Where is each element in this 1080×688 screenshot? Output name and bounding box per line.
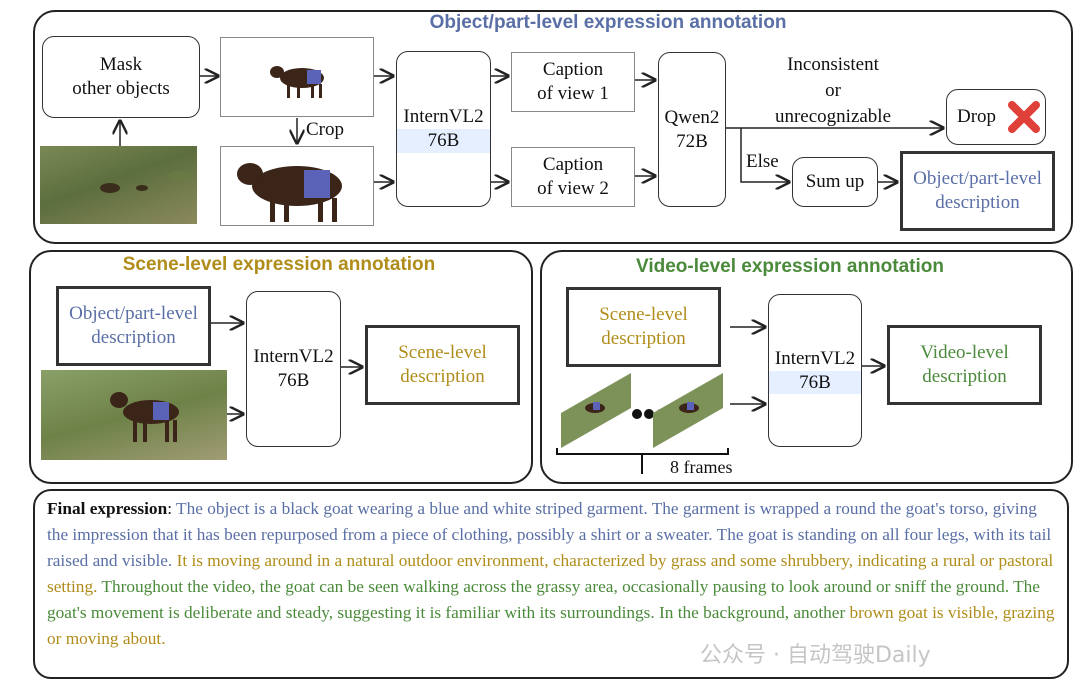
final-colon: : <box>167 499 172 518</box>
inconsistent-line2: or <box>825 80 841 101</box>
scene-output-line2: description <box>400 366 485 387</box>
final-expression-label: Final expression <box>47 499 168 518</box>
sum-up-box: Sum up <box>792 157 878 207</box>
drop-box: Drop <box>946 89 1046 145</box>
object-output-line1: Object/part-level <box>913 168 1042 190</box>
object-description-output: Object/part-level description <box>900 151 1055 231</box>
ellipsis-dot <box>632 409 642 419</box>
scene-output-line1: Scene-level <box>398 342 487 364</box>
caption-view-2-line2: of view 2 <box>537 178 609 199</box>
video-model-name: InternVL2 <box>774 347 856 369</box>
video-input-line1: Scene-level <box>599 304 688 326</box>
frames-label: 8 frames <box>670 457 733 477</box>
final-video-text: Throughout the video, the goat can be se… <box>47 577 1040 622</box>
video-level-panel-title: Video-level expression annotation <box>636 256 944 277</box>
ellipsis-dot <box>644 409 654 419</box>
caption-view-1-line2: of view 1 <box>537 83 609 104</box>
masked-view-2 <box>220 146 374 226</box>
video-input-line2: description <box>601 328 686 349</box>
mask-box-line1: Mask <box>99 54 143 76</box>
mask-box: Mask other objects <box>42 36 200 118</box>
internvl2-box-scene: InternVL2 76B <box>246 291 341 447</box>
frames-strip <box>556 373 729 474</box>
goat-view-1 <box>270 66 324 98</box>
qwen2-size: 72B <box>676 130 708 152</box>
inconsistent-line3: unrecognizable <box>774 106 892 127</box>
model-size: 76B <box>397 129 490 153</box>
final-scene-text: It is moving around in a natural outdoor… <box>47 551 1054 596</box>
qwen2-box: Qwen2 72B <box>658 52 726 207</box>
crop-label: Crop <box>306 119 344 140</box>
final-scene-text-2: brown goat is visible, grazing or moving… <box>47 603 1055 648</box>
scene-description-output: Scene-level description <box>365 325 520 405</box>
video-description-output: Video-level description <box>887 325 1042 405</box>
video-output-line1: Video-level <box>920 342 1009 364</box>
inconsistent-line1: Inconsistent <box>787 54 879 75</box>
video-output-line2: description <box>922 366 1007 387</box>
drop-label: Drop <box>957 106 997 128</box>
video-model-size: 76B <box>769 370 861 395</box>
goat-view-2 <box>237 163 342 222</box>
watermark: 公众号 · 自动驾驶Daily <box>700 643 931 668</box>
drop-x-icon <box>1008 101 1041 133</box>
scene-model-size: 76B <box>277 370 310 391</box>
mask-box-line2: other objects <box>72 78 170 99</box>
caption-view-1-box: Caption of view 1 <box>511 52 635 112</box>
scene-input-object-description: Object/part-level description <box>56 286 211 366</box>
caption-view-1-line1: Caption <box>542 59 604 81</box>
scene-input-line1: Object/part-level <box>69 303 198 325</box>
object-output-line2: description <box>935 192 1020 213</box>
scene-input-line2: description <box>91 327 176 348</box>
scene-level-panel-title: Scene-level expression annotation <box>122 254 436 275</box>
original-goat-image <box>40 146 197 224</box>
model-name: InternVL2 <box>403 106 484 128</box>
scene-model-name: InternVL2 <box>253 346 334 368</box>
caption-view-2-box: Caption of view 2 <box>511 147 635 207</box>
internvl2-box-video: InternVL2 76B <box>768 294 862 447</box>
scene-goat-image <box>41 370 227 460</box>
caption-view-2-line1: Caption <box>542 154 604 176</box>
inconsistent-label: Inconsistent or unrecognizable <box>758 52 908 130</box>
video-input-scene-description: Scene-level description <box>566 287 721 367</box>
masked-view-1 <box>220 37 374 117</box>
internvl2-box-object: InternVL2 76B <box>396 51 491 207</box>
qwen2-name: Qwen2 <box>664 106 720 128</box>
scene-goat-figure <box>110 392 179 442</box>
final-expression-box: Final expression: The object is a black … <box>33 489 1069 679</box>
goat-figure <box>100 171 192 193</box>
final-object-text: The object is a black goat wearing a blu… <box>47 499 1052 570</box>
else-label: Else <box>746 151 779 172</box>
sum-up-label: Sum up <box>805 171 865 193</box>
frames-bracket <box>556 448 729 474</box>
object-level-panel-title: Object/part-level expression annotation <box>429 12 787 33</box>
